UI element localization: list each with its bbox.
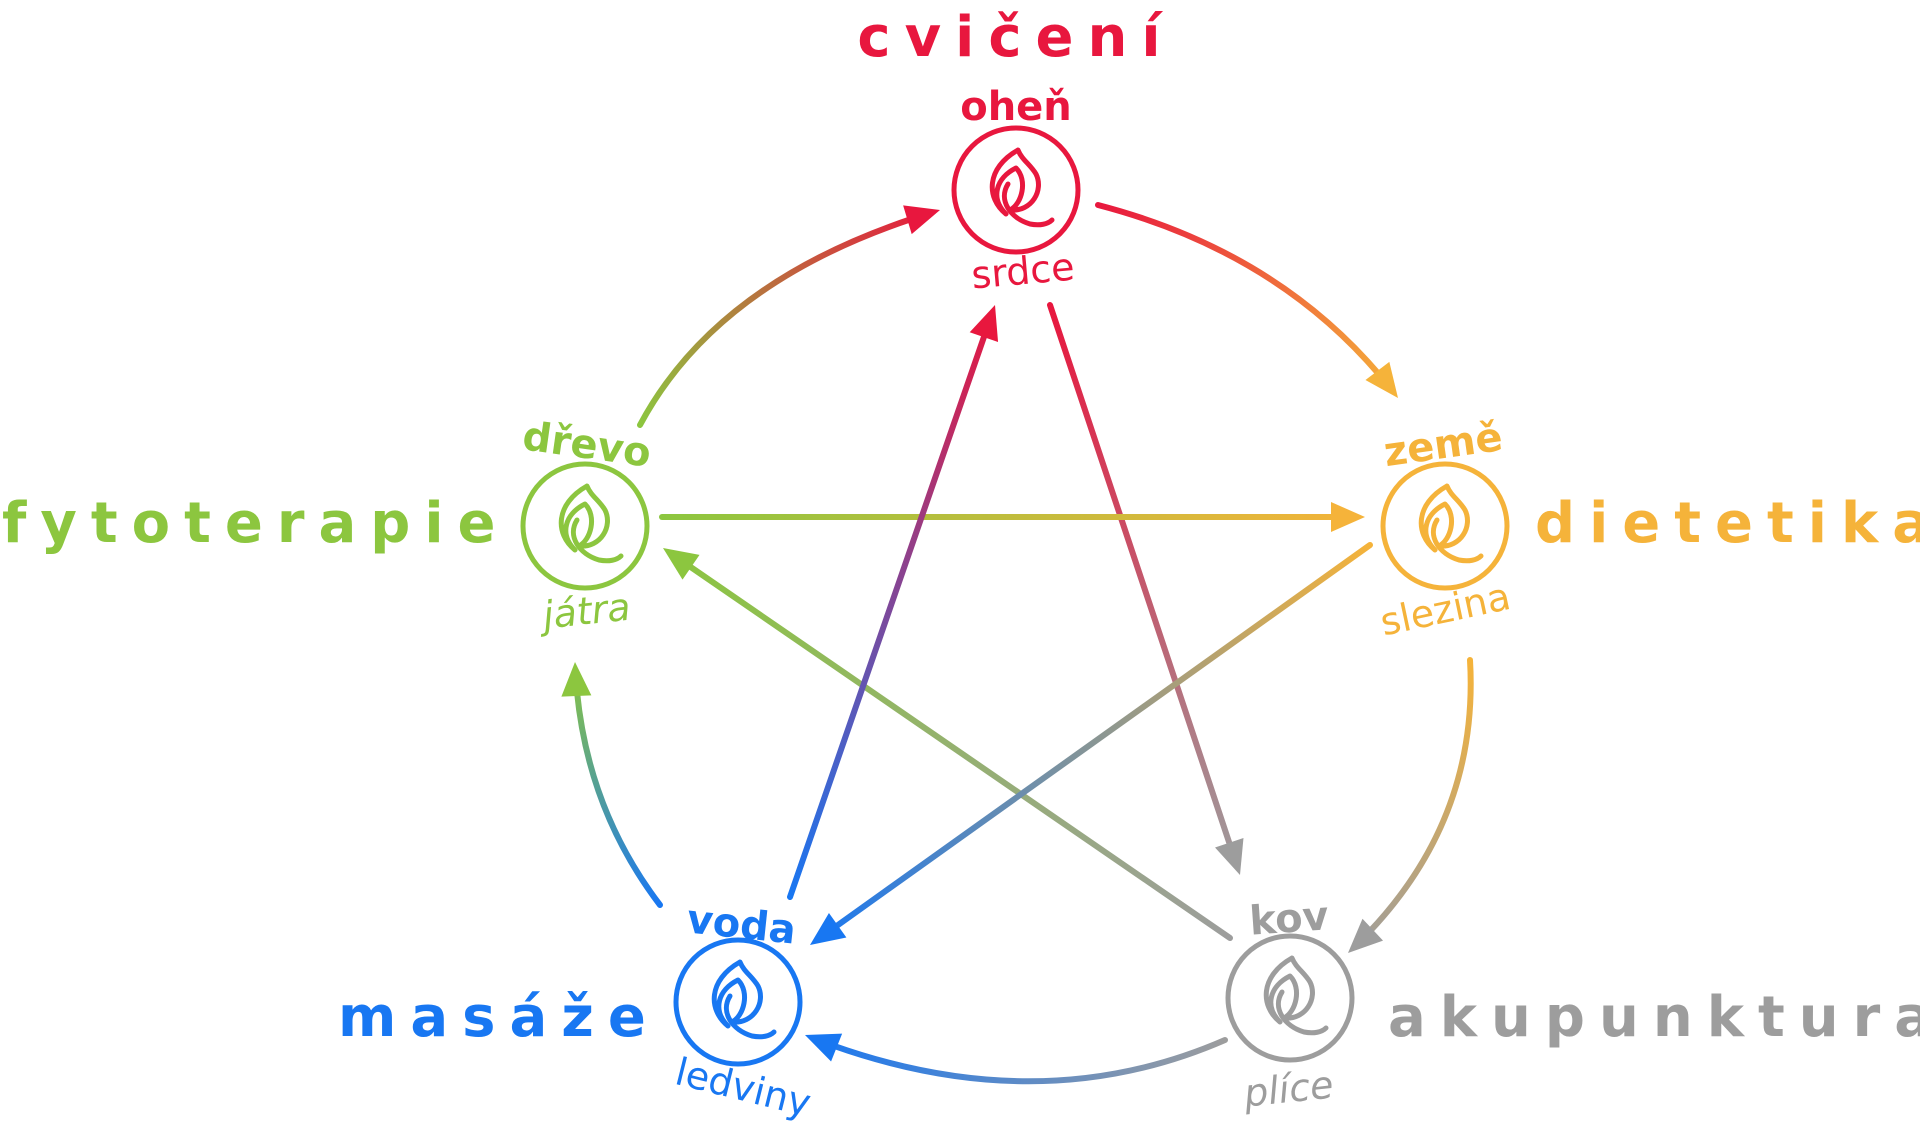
organ-label-fire: srdce xyxy=(970,245,1077,298)
organ-label-earth: slezina xyxy=(1376,574,1514,644)
node-water: masáže voda ledviny xyxy=(338,896,815,1125)
flame-leaf-icon xyxy=(1225,933,1355,1063)
element-label-fire: oheň xyxy=(960,84,1072,130)
organ-label-metal: plíce xyxy=(1241,1063,1336,1116)
arrowhead-fire-earth xyxy=(1365,361,1398,398)
arrow-water-fire xyxy=(787,302,998,900)
node-wood: fytoterapie dřevo játra xyxy=(2,413,654,638)
arrowhead-wood-earth xyxy=(1331,502,1365,532)
flame-leaf-icon xyxy=(951,125,1081,255)
arrow-earth-metal xyxy=(1345,657,1474,956)
element-label-earth: země xyxy=(1381,414,1505,476)
arrowhead-water-fire xyxy=(969,305,999,343)
element-label-wood: dřevo xyxy=(520,413,654,477)
arrowhead-earth-metal xyxy=(1348,918,1384,953)
flame-leaf-icon xyxy=(520,461,650,591)
node-earth: dietetika země slezina xyxy=(1376,414,1920,644)
arrowhead-metal-wood xyxy=(663,548,700,580)
node-metal: akupunktura kov plíce xyxy=(1225,893,1920,1116)
therapy-label-wood: fytoterapie xyxy=(2,491,510,556)
arrow-water-wood xyxy=(572,659,663,908)
therapy-label-fire: cvičení xyxy=(857,5,1174,70)
arrowhead-water-wood xyxy=(561,662,592,697)
therapy-label-earth: dietetika xyxy=(1535,491,1920,556)
organ-label-wood: játra xyxy=(536,585,633,638)
arrowhead-fire-metal xyxy=(1215,838,1244,875)
arrow-wood-fire xyxy=(637,207,943,428)
arrowhead-earth-water xyxy=(810,913,847,945)
arrow-earth-water xyxy=(807,542,1373,948)
node-fire: cvičení oheň srdce xyxy=(857,5,1174,298)
element-label-water: voda xyxy=(685,896,798,953)
arrow-fire-earth xyxy=(1095,202,1401,401)
therapy-label-metal: akupunktura xyxy=(1388,985,1920,1050)
arrow-fire-metal xyxy=(1047,302,1243,878)
flame-leaf-icon xyxy=(1380,461,1510,591)
arrow-metal-water xyxy=(802,1032,1228,1085)
flame-leaf-icon xyxy=(673,937,803,1067)
arrowhead-metal-water xyxy=(805,1033,843,1062)
organ-label-water: ledviny xyxy=(671,1049,815,1125)
arrowhead-wood-fire xyxy=(903,205,940,235)
therapy-label-water: masáže xyxy=(338,985,660,1050)
arrows-layer xyxy=(561,202,1474,1085)
arrow-metal-wood xyxy=(660,545,1233,941)
